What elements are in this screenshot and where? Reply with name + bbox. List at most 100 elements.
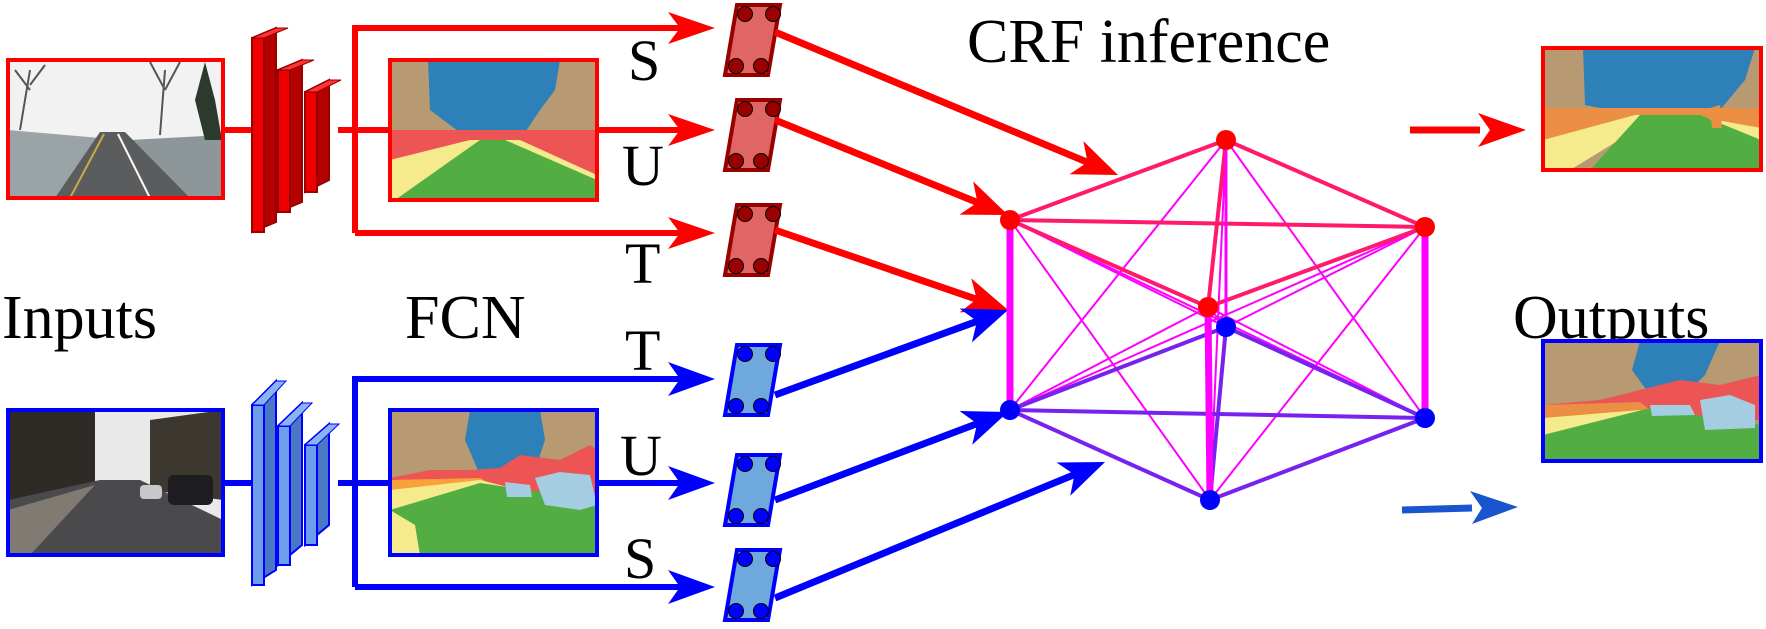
crf-edge-top xyxy=(1225,138,1426,229)
variable-dot xyxy=(728,153,744,169)
arrow-t-bottom-to-graph xyxy=(773,308,1008,399)
crf-edge xyxy=(1009,139,1227,411)
variable-dot xyxy=(753,603,769,619)
variable-dot xyxy=(753,58,769,74)
crf-edge xyxy=(1225,226,1426,328)
crf-edge xyxy=(1225,139,1426,419)
output-segmentation-bottom xyxy=(1541,339,1763,463)
branch-lines-top xyxy=(352,25,680,236)
arrow-shaft xyxy=(773,116,979,206)
crf-input-arrows xyxy=(773,28,1118,602)
arrowhead-t-bottom xyxy=(668,362,715,396)
crf-edge-top xyxy=(1206,139,1228,308)
arrow-u-top-to-graph xyxy=(773,116,1008,215)
input-image-bottom xyxy=(6,408,225,557)
variable-dot xyxy=(765,101,781,117)
output-arrowhead-top xyxy=(1478,113,1526,147)
variable-dot xyxy=(765,6,781,22)
variable-dot xyxy=(737,551,753,567)
arrowhead-u-top xyxy=(668,114,715,146)
branch-label-s-top: S xyxy=(628,28,660,93)
crf-node-top-front xyxy=(1198,297,1218,317)
variable-dot xyxy=(737,346,753,362)
variable-dot xyxy=(753,153,769,169)
arrowhead xyxy=(959,181,1008,215)
arrowhead xyxy=(959,278,1008,313)
output-arrowhead-bottom xyxy=(1470,491,1518,524)
potential-node-bottom-1 xyxy=(722,453,783,527)
arrow-shaft xyxy=(773,420,979,504)
variable-dot xyxy=(753,508,769,524)
arrow-shaft xyxy=(773,226,978,303)
parallelogram-shape xyxy=(722,453,783,527)
variable-dot xyxy=(728,58,744,74)
arrowhead-s-top xyxy=(668,12,715,44)
arrow-t-top-to-graph xyxy=(773,226,1008,313)
crf-node-bottom-front xyxy=(1200,490,1220,510)
fcn-segmentation-bottom xyxy=(388,408,599,557)
crf-edge-bottom xyxy=(1009,325,1227,412)
crf-node-top-right xyxy=(1415,217,1435,237)
top-stream: S U T xyxy=(6,12,715,296)
crf-node-bottom-right xyxy=(1415,408,1435,428)
crf-node-top-left xyxy=(1000,210,1020,230)
fcn-block-top xyxy=(251,26,342,234)
crf-edge-top xyxy=(1009,218,1209,309)
crf-edge xyxy=(1009,306,1209,411)
arrow-shaft xyxy=(773,28,1089,166)
variable-dot xyxy=(728,508,744,524)
branch-label-u-bottom: U xyxy=(620,423,662,488)
variable-dot xyxy=(737,101,753,117)
potential-node-top-1 xyxy=(722,98,783,172)
potential-node-bottom-2 xyxy=(722,548,783,622)
arrowhead xyxy=(959,411,1008,445)
crf-edge-bottom xyxy=(1225,325,1426,420)
output-arrows xyxy=(1401,113,1526,524)
branch-lines-bottom xyxy=(352,376,680,590)
potential-node-bottom-0 xyxy=(722,343,783,417)
crf-edge-bottom xyxy=(1209,416,1426,502)
parallelogram-shape xyxy=(722,343,783,417)
variable-dot xyxy=(765,346,781,362)
arrow-s-top-to-graph xyxy=(773,28,1118,175)
crf-node-bottom-left xyxy=(1000,400,1020,420)
bottom-stream: T U S xyxy=(6,318,715,604)
arrowhead xyxy=(1069,141,1118,175)
variable-dot xyxy=(765,456,781,472)
fcn-label: FCN xyxy=(405,284,526,352)
output-arrow-bottom xyxy=(1401,504,1473,514)
variable-dot xyxy=(737,206,753,222)
branch-label-u-top: U xyxy=(622,133,664,198)
crf-edge-top xyxy=(1207,225,1426,309)
arrowhead-u-bottom xyxy=(668,466,715,500)
potential-nodes xyxy=(722,3,783,622)
branch-label-t-bottom: T xyxy=(625,318,660,383)
arrow-shaft xyxy=(773,471,1076,602)
crf-graph xyxy=(1000,130,1435,510)
variable-dot xyxy=(765,206,781,222)
crf-edge-top xyxy=(1009,138,1227,222)
parallelogram-shape xyxy=(722,548,783,622)
variable-dot xyxy=(765,551,781,567)
arrowhead xyxy=(959,308,1008,343)
branch-label-t-top: T xyxy=(625,231,660,296)
fcn-block-bottom xyxy=(250,378,341,587)
crf-inference-label: CRF inference xyxy=(967,8,1330,76)
branch-label-s-bottom: S xyxy=(624,526,656,591)
variable-dot xyxy=(737,6,753,22)
crf-node-bottom-back xyxy=(1216,317,1236,337)
variable-dot xyxy=(728,398,744,414)
variable-dot xyxy=(737,456,753,472)
input-image-top xyxy=(6,58,225,200)
output-segmentation-top xyxy=(1541,46,1763,172)
variable-dot xyxy=(753,398,769,414)
crf-edge-bottom xyxy=(1009,408,1211,502)
variable-dot xyxy=(728,603,744,619)
parallelogram-shape xyxy=(722,3,783,77)
variable-dot xyxy=(753,258,769,274)
parallelogram-shape xyxy=(722,203,783,277)
arrow-shaft xyxy=(773,318,979,399)
potential-node-top-2 xyxy=(722,203,783,277)
arrow-u-bottom-to-graph xyxy=(773,411,1008,504)
